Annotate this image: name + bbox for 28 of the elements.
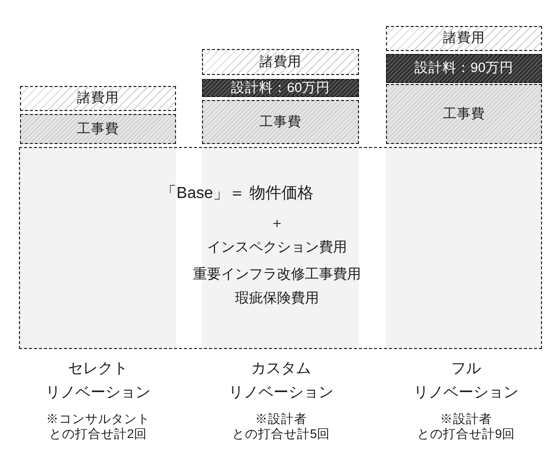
cost-label: 設計料：90万円: [414, 61, 514, 76]
formula-text: 「Base」＝ 物件価格: [160, 185, 314, 203]
plan-title: セレクトリノベーション: [46, 359, 150, 403]
plan-title: カスタムリノベーション: [228, 359, 334, 403]
dashed-frame: [19, 147, 542, 349]
cost-label: 工事費: [260, 114, 302, 130]
hatched-box: [202, 49, 359, 75]
hatched-box: [202, 79, 359, 97]
plan-note: ※設計者との打合せ計5回: [232, 412, 330, 442]
cost-label: 諸費用: [443, 31, 485, 46]
hatched-box: [386, 84, 542, 144]
cost-label: 工事費: [77, 122, 119, 136]
cost-label: 諸費用: [77, 91, 119, 106]
cost-item: 重要インフラ改修工事費用: [193, 266, 361, 282]
plan-note: ※設計者との打合せ計9回: [417, 412, 515, 442]
cost-item: インスペクション費用: [207, 239, 347, 255]
cost-label: 諸費用: [260, 54, 302, 70]
plus-sign: ＋: [270, 215, 284, 231]
hatched-box: [386, 54, 542, 83]
plan-note: ※コンサルタントとの打合せ計2回: [46, 412, 150, 442]
hatched-box: [20, 86, 176, 111]
cost-label: 設計料：60万円: [230, 80, 330, 96]
plan-title: フルリノベーション: [414, 359, 518, 403]
cost-item: 瑕疵保険費用: [235, 290, 319, 306]
hatched-box: [202, 100, 359, 144]
hatched-box: [386, 26, 542, 51]
cost-label: 工事費: [443, 106, 485, 122]
hatched-box: [20, 114, 176, 144]
